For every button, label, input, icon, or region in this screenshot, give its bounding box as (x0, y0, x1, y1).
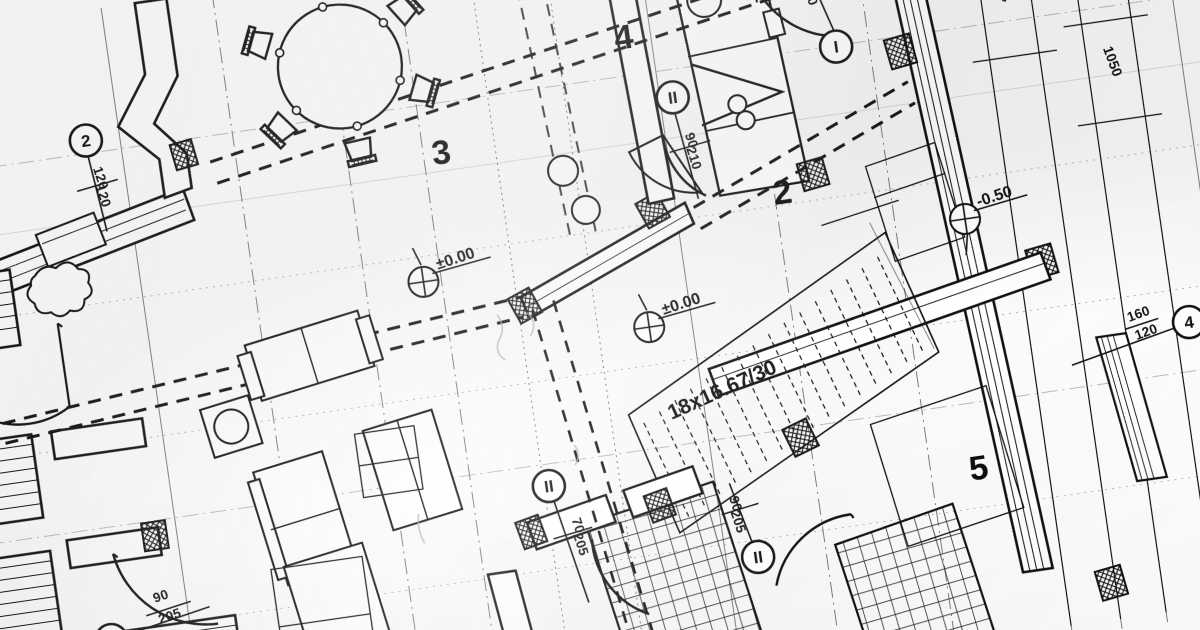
grid-dim-784: 784 (992, 0, 1015, 4)
opening-marker-door-stairs: II 70 205 (531, 468, 593, 603)
opening-mark-label: II (543, 476, 555, 496)
level-value: ±0.00 (434, 245, 477, 274)
level-value: ±0.00 (660, 290, 703, 319)
opening-mark-label: 2 (80, 131, 92, 151)
pencil-marks (417, 311, 579, 544)
opening-width: 90 (682, 131, 701, 150)
opening-width: 160 (1125, 303, 1152, 325)
level-marker-hall: ±0.00 (633, 290, 716, 344)
opening-marker-door-kitchen: II 90 210 (655, 80, 711, 199)
opening-width: 120 (90, 165, 111, 192)
opening-mark-label: II (667, 88, 679, 108)
opening-width: 70 (569, 516, 588, 535)
opening-height: 210 (683, 145, 704, 172)
opening-height: 205 (728, 508, 750, 535)
opening-height: 120 (93, 183, 114, 210)
double-bowl-sink (727, 94, 756, 131)
opening-marker-door-bath: II 90 205 (721, 482, 776, 575)
round-dining-table (240, 0, 442, 169)
opening-mark-label: I (833, 37, 840, 56)
dimension-ladder (963, 0, 1200, 627)
opening-marker-window-4: 4 160 120 (1071, 303, 1200, 366)
cabinet-run (270, 384, 1025, 630)
opening-width: 90 (151, 586, 170, 605)
cooktop-four-burner (686, 0, 723, 18)
room-number-5: 5 (967, 448, 991, 488)
room-number-3: 3 (429, 133, 453, 173)
grid-dim-1050: 1050 (1100, 44, 1126, 79)
opening-marker-door-entry: I 205 90 (802, 0, 854, 64)
wall-kitchen (596, 0, 676, 206)
plant-symbol (26, 261, 93, 318)
round-side-table (198, 394, 264, 460)
level-value: -0.50 (974, 183, 1014, 211)
window-opening (34, 211, 108, 269)
opening-mark-label: 4 (1183, 312, 1196, 332)
opening-height: 90 (802, 0, 821, 8)
room2-fixtures (821, 141, 966, 263)
opening-width: 90 (726, 494, 745, 513)
opening-height: 120 (1133, 321, 1160, 343)
level-marker-living: ±0.00 (407, 245, 491, 298)
sofa-group (236, 309, 464, 630)
hidden-lines-left (507, 0, 598, 240)
hidden-lines-vertical (531, 300, 668, 630)
wall-room2-room5 (707, 250, 1053, 398)
opening-height: 205 (156, 605, 183, 627)
grid-dimension-group: 784 1250 1050 (992, 0, 1126, 79)
stool-symbols (547, 154, 601, 225)
opening-marker-window-2: 2 120 120 (68, 123, 118, 232)
door-swings (0, 0, 855, 626)
window-band-right (1094, 331, 1169, 483)
hidden-lines (0, 80, 916, 482)
opening-height: 205 (570, 531, 592, 558)
opening-mark-label: II (752, 547, 764, 567)
opening-marker-door-hall: II 90 205 (94, 586, 210, 630)
